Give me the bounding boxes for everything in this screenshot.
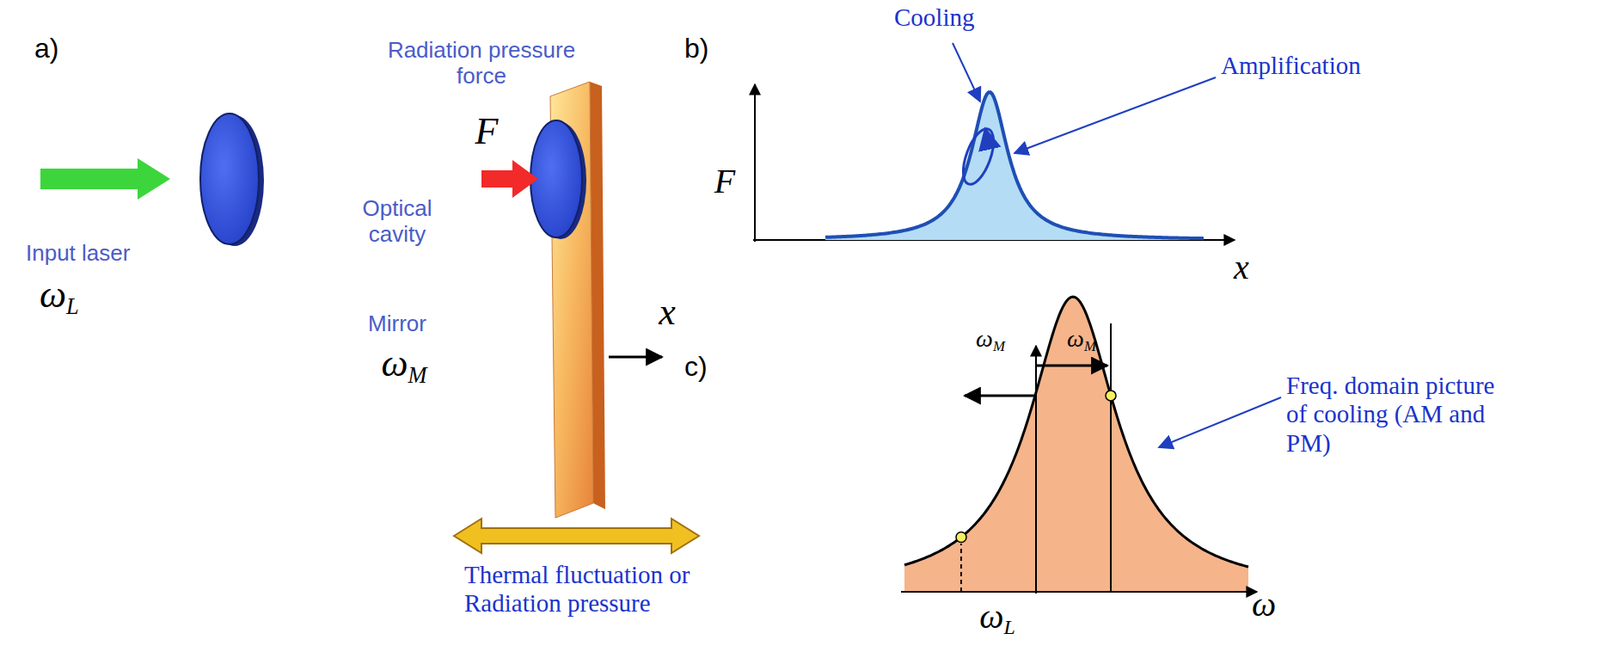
axis-label: ω (1251, 584, 1276, 625)
radiation-force-arrow (481, 159, 539, 198)
axis-label: F (714, 161, 736, 202)
curve-fill (825, 91, 1204, 240)
cavity-resonance-curve (904, 296, 1249, 592)
sideband-dot (1105, 390, 1116, 401)
sideband-dots (956, 390, 1116, 543)
fluctuation-double-arrow (453, 518, 699, 553)
part-label: Optical cavity (337, 196, 458, 248)
math-symbol: ωM (1066, 324, 1097, 355)
panel-b-axes (753, 84, 1235, 242)
math-symbol: ωM (975, 324, 1006, 355)
annotation: Thermal fluctuation or Radiation pressur… (464, 560, 748, 619)
part-label: Input laser (25, 240, 130, 267)
panel-c-axes (901, 323, 1257, 594)
force-resonance-curve (825, 91, 1204, 240)
part-label: Radiation pressure force (386, 37, 577, 90)
annotation: Freq. domain picture of cooling (AM and … (1286, 371, 1502, 458)
curve-fill (904, 296, 1249, 592)
math-symbol: ωM (380, 342, 427, 388)
annotation: Amplification (1220, 51, 1361, 80)
axis-label: ωL (979, 596, 1016, 640)
input-mirror (200, 113, 264, 246)
curve-line (825, 91, 1204, 239)
amplification-pointer (1014, 77, 1216, 154)
math-symbol: F (475, 110, 499, 154)
panel-letter: c) (684, 350, 708, 383)
panel-letter: a) (34, 32, 59, 65)
input-laser-arrow (40, 158, 171, 200)
cooling-pointer (952, 42, 981, 102)
sideband-dot (956, 531, 967, 542)
movable-mirror-plate (530, 81, 606, 518)
freq-domain-pointer (1158, 397, 1282, 448)
annotation: Cooling (894, 3, 975, 32)
math-symbol: x (658, 290, 676, 335)
hysteresis-loop (956, 124, 1000, 188)
x-direction-arrow (608, 355, 663, 359)
math-symbol: ωL (39, 273, 80, 319)
part-label: Mirror (367, 311, 427, 338)
axis-label: x (1233, 247, 1250, 288)
panel-letter: b) (684, 32, 709, 65)
